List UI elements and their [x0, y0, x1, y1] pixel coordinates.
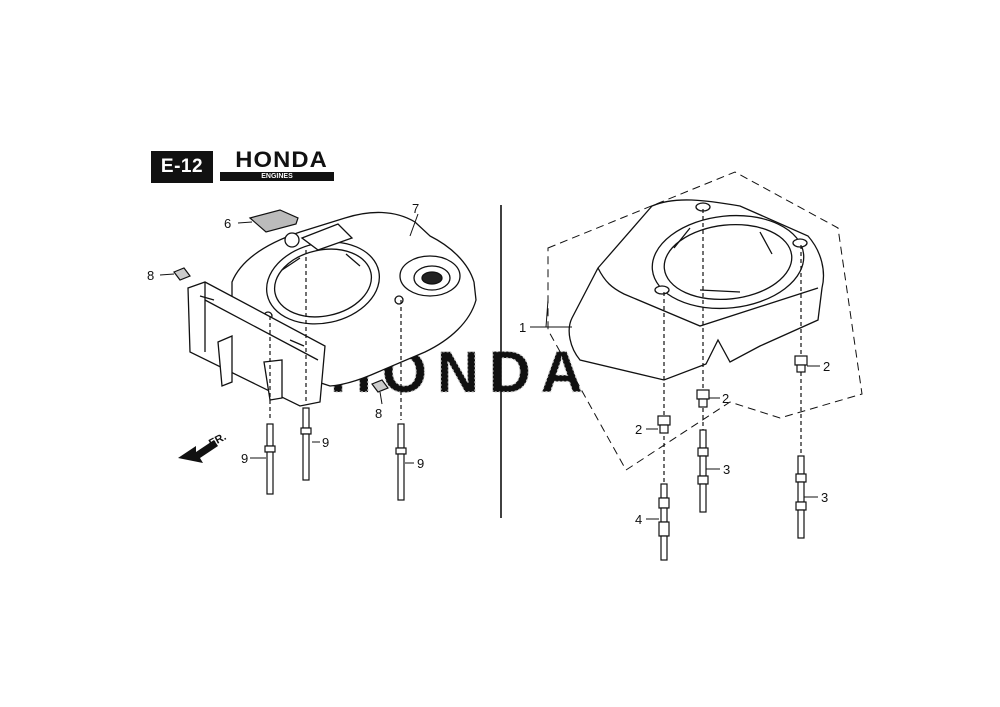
part-nut-upper: [173, 267, 191, 281]
leaders-right: [530, 299, 820, 520]
front-direction-arrow: [178, 440, 218, 463]
callout-9-right: 9: [417, 456, 424, 471]
front-direction-label: FR.: [207, 431, 228, 450]
stud-9b: [300, 250, 312, 481]
bolt-2-left: [657, 415, 671, 434]
brand-sub: ENGINES: [220, 172, 334, 181]
stud-3-right: [795, 455, 807, 539]
callout-8-upper: 8: [147, 268, 154, 283]
callout-9-left: 9: [241, 451, 248, 466]
callout-8-lower: 8: [375, 406, 382, 421]
bolt-2-mid: [696, 389, 710, 408]
callout-7: 7: [412, 201, 419, 216]
stud-9a: [264, 316, 276, 495]
callout-2-mid: 2: [722, 391, 729, 406]
studs-left: [264, 250, 407, 501]
fasteners-right: [657, 209, 808, 561]
stud-9c: [395, 300, 407, 501]
leaders-left: [159, 213, 419, 464]
stud-3-left: [697, 429, 709, 513]
dashed-axis-lines: [663, 209, 802, 484]
bolt-2-right: [794, 355, 808, 373]
callout-1: 1: [519, 320, 526, 335]
part-clip: [248, 209, 299, 233]
callout-4: 4: [635, 512, 642, 527]
callout-3-left: 3: [723, 462, 730, 477]
callout-2-right: 2: [823, 359, 830, 374]
brand-name: HONDA: [235, 147, 328, 172]
brand-logo: HONDA ENGINES: [220, 148, 334, 182]
callout-9-mid: 9: [322, 435, 329, 450]
callout-6: 6: [224, 216, 231, 231]
section-code-badge: E-12: [151, 151, 213, 183]
callout-2-left: 2: [635, 422, 642, 437]
fan-cover-right: [568, 199, 825, 381]
callout-3-right: 3: [821, 490, 828, 505]
stud-4: [658, 483, 670, 561]
part-nut-lower: [371, 379, 389, 393]
assembly-boundary: [547, 171, 863, 471]
fan-cover-left: [187, 211, 477, 407]
